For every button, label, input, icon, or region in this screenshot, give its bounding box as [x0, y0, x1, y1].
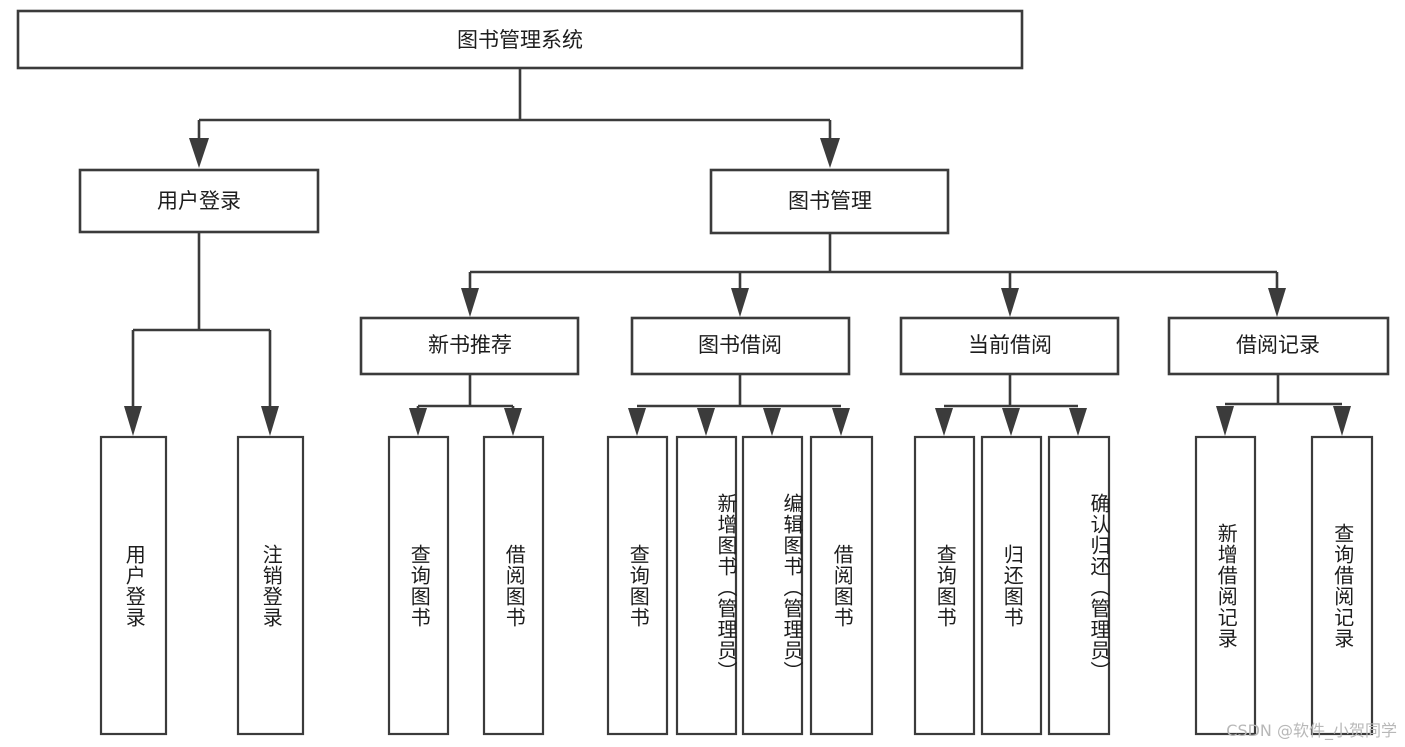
leaf-user-login-box[interactable] — [99, 435, 168, 736]
leaf-borrowrecord-query-record-box[interactable] — [1310, 435, 1374, 736]
arrow-head-newbook-leaf-2 — [504, 408, 522, 436]
leaf-newbook-borrow-book-box[interactable] — [482, 435, 545, 736]
leaf-bookborrow-borrow-book-box[interactable] — [809, 435, 874, 736]
arrow-head-currentborrow-leaf-1 — [935, 408, 953, 436]
node-root-label: 图书管理系统 — [457, 28, 583, 52]
arrow-head-newbook-leaf-1 — [409, 408, 427, 436]
leaf-currentborrow-query-book-label: 查询图书 — [933, 543, 958, 628]
node-new-book-recommend-box[interactable] — [359, 316, 580, 376]
arrow-head-to-current-borrow — [1001, 288, 1019, 317]
leaf-currentborrow-query-book-box[interactable] — [913, 435, 976, 736]
arrow-head-currentborrow-leaf-3 — [1069, 408, 1087, 436]
leaf-borrowrecord-query-record-label: 查询借阅记录 — [1330, 522, 1355, 649]
leaf-logout-login-label: 注销登录 — [259, 543, 284, 628]
leaf-newbook-borrow-book-label: 借阅图书 — [502, 543, 527, 628]
leaf-user-login-label: 用户登录 — [122, 543, 147, 628]
leaf-currentborrow-return-book-box[interactable] — [980, 435, 1043, 736]
node-current-borrow-box[interactable] — [899, 316, 1120, 376]
arrow-head-to-new-book — [461, 288, 479, 317]
arrow-head-bookborrow-leaf-4 — [832, 408, 850, 436]
leaf-bookborrow-add-book-label: 新增图书（管理员） — [714, 493, 738, 682]
leaf-bookborrow-query-book-box[interactable] — [606, 435, 669, 736]
arrow-head-borrowrecord-leaf-2 — [1333, 406, 1351, 436]
arrow-head-to-login — [189, 138, 209, 168]
csdn-watermark: CSDN @软件_小贺同学 — [1226, 721, 1397, 740]
arrow-head-bookborrow-leaf-2 — [697, 408, 715, 436]
leaf-logout-login-box[interactable] — [236, 435, 305, 736]
leaf-bookborrow-edit-book-label: 编辑图书（管理员） — [780, 493, 804, 682]
node-book-management-label: 图书管理 — [788, 189, 872, 213]
arrow-head-bookborrow-leaf-1 — [628, 408, 646, 436]
arrow-head-bookborrow-leaf-3 — [763, 408, 781, 436]
node-book-borrow-box[interactable] — [630, 316, 851, 376]
node-current-borrow-label: 当前借阅 — [968, 333, 1052, 357]
node-borrow-record-label: 借阅记录 — [1236, 333, 1320, 357]
leaf-borrowrecord-add-record-label: 新增借阅记录 — [1214, 522, 1239, 649]
arrow-head-login-leaf-1 — [124, 406, 142, 436]
leaf-currentborrow-confirm-return-box[interactable] — [1047, 435, 1111, 736]
leaf-bookborrow-edit-book-box[interactable] — [741, 435, 804, 736]
node-root-box[interactable] — [16, 9, 1024, 70]
node-new-book-recommend-label: 新书推荐 — [428, 333, 512, 357]
leaf-bookborrow-query-book-label: 查询图书 — [626, 543, 651, 628]
node-book-borrow-label: 图书借阅 — [698, 333, 782, 357]
leaf-borrowrecord-add-record-box[interactable] — [1194, 435, 1257, 736]
leaf-bookborrow-borrow-book-label: 借阅图书 — [830, 543, 855, 628]
leaf-bookborrow-add-book-box[interactable] — [675, 435, 738, 736]
leaf-currentborrow-confirm-return-label: 确认归还（管理员） — [1087, 493, 1111, 682]
node-user-login-label: 用户登录 — [157, 189, 241, 213]
arrow-head-to-borrow-record — [1268, 288, 1286, 317]
arrow-head-currentborrow-leaf-2 — [1002, 408, 1020, 436]
arrow-head-login-leaf-2 — [261, 406, 279, 436]
leaf-currentborrow-return-book-label: 归还图书 — [1000, 543, 1025, 628]
arrow-head-to-bookmgmt — [820, 138, 840, 168]
leaf-newbook-query-book-box[interactable] — [387, 435, 450, 736]
arrow-head-to-book-borrow — [731, 288, 749, 317]
leaf-newbook-query-book-label: 查询图书 — [407, 543, 432, 628]
arrow-head-borrowrecord-leaf-1 — [1216, 406, 1234, 436]
